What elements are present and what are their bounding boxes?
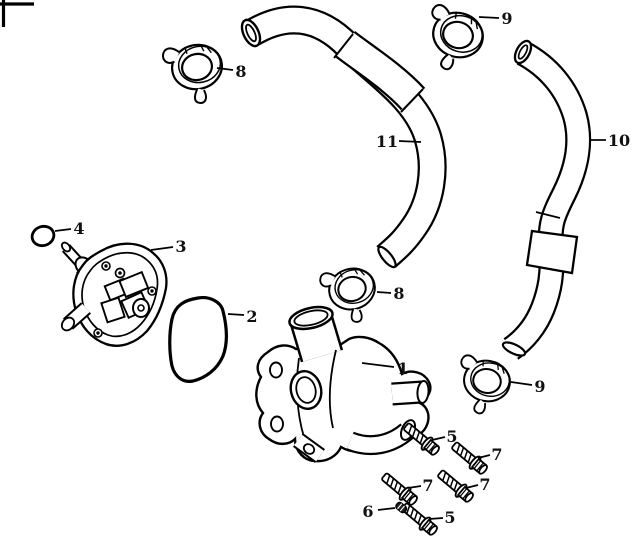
part-number-label[interactable]: 3: [175, 237, 186, 256]
leader-line: [398, 140, 422, 143]
part-number-label[interactable]: 2: [246, 307, 257, 326]
hose-clamp-8a-drawing: [160, 37, 231, 110]
callout-8b[interactable]: 8: [376, 284, 405, 303]
part-number-label[interactable]: 10: [608, 131, 630, 150]
leader-line: [431, 436, 446, 441]
leader-line: [407, 485, 422, 489]
part-number-label[interactable]: 1: [397, 359, 408, 378]
part-number-label[interactable]: 7: [479, 475, 490, 494]
water-hose-b-drawing: [501, 39, 592, 360]
part-number-label[interactable]: 7: [491, 445, 502, 464]
leader-line: [510, 381, 533, 386]
joint-pin-drawing: [395, 501, 408, 514]
pump-cover-assembly-drawing: [60, 241, 168, 347]
callout-8a[interactable]: 8: [216, 62, 247, 81]
part-number-label[interactable]: 8: [393, 284, 404, 303]
flange-bolt-7c-drawing: [434, 466, 477, 506]
leader-line: [377, 507, 396, 511]
leader-line: [465, 484, 479, 489]
water-pump-housing-drawing: [255, 305, 432, 463]
callout-10[interactable]: 10: [590, 131, 630, 150]
part-number-label[interactable]: 8: [235, 62, 246, 81]
part-number-label[interactable]: 11: [376, 132, 398, 151]
leader-line: [361, 362, 395, 368]
leader-line: [227, 313, 245, 316]
part-number-label[interactable]: 6: [362, 502, 373, 521]
leader-line: [376, 291, 392, 294]
frame-corner-mark: [0, 0, 34, 27]
leader-line: [428, 517, 444, 520]
callout-7c[interactable]: 7: [465, 475, 491, 494]
part-number-label[interactable]: 4: [73, 219, 84, 238]
leader-line: [54, 228, 72, 232]
part-number-label[interactable]: 7: [422, 476, 433, 495]
leader-line: [478, 16, 500, 19]
leader-line: [477, 454, 491, 459]
o-ring-drawing: [30, 224, 56, 248]
callout-3[interactable]: 3: [150, 237, 187, 256]
part-number-label[interactable]: 5: [446, 427, 457, 446]
hose-clamp-9a-drawing: [417, 2, 490, 78]
leader-line: [216, 67, 234, 71]
part-number-label[interactable]: 5: [444, 508, 455, 527]
callout-2[interactable]: 2: [227, 307, 258, 326]
hose-clamp-9b-drawing: [452, 353, 515, 419]
callout-5b[interactable]: 5: [428, 508, 456, 527]
callout-9a[interactable]: 9: [478, 9, 513, 28]
callout-4[interactable]: 4: [54, 219, 85, 238]
callout-11[interactable]: 11: [376, 132, 422, 151]
callout-1[interactable]: 1: [361, 359, 409, 378]
part-number-label[interactable]: 9: [501, 9, 512, 28]
callout-6[interactable]: 6: [362, 502, 396, 521]
callout-5a[interactable]: 5: [431, 427, 458, 446]
cover-gasket-drawing: [168, 296, 228, 383]
leader-line: [150, 246, 174, 251]
part-number-label[interactable]: 9: [534, 377, 545, 396]
callout-7b[interactable]: 7: [407, 476, 434, 495]
callouts-layer: 1 2 3 4 5 5 6 7 7 7 8 8 9 9 10 11: [54, 9, 630, 527]
water-hose-a-drawing: [240, 5, 447, 269]
callout-9b[interactable]: 9: [510, 377, 546, 396]
callout-7a[interactable]: 7: [477, 445, 503, 464]
